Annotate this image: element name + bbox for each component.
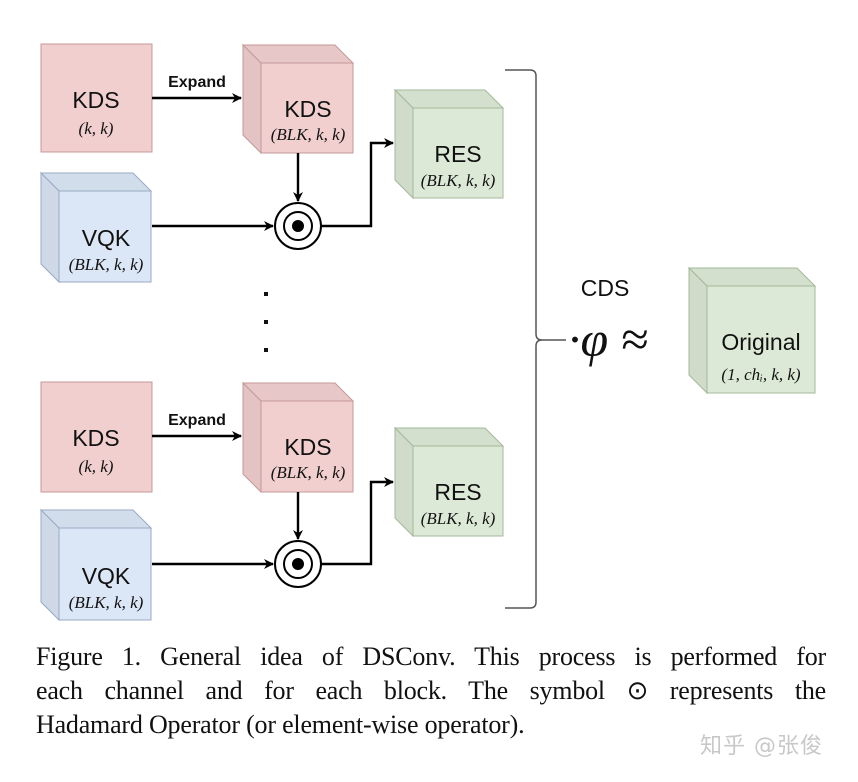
dsconv-diagram: KDS (k, k) Expand KDS (BLK, k, k) VQK (B… <box>39 43 817 622</box>
group-bottom: KDS (k, k) Expand KDS (BLK, k, k) VQK (B… <box>39 381 505 622</box>
cube-front-face <box>412 445 504 537</box>
figure-caption: Figure 1. General idea of DSConv. This p… <box>36 640 826 742</box>
expand-arrow: Expand <box>152 412 242 441</box>
caption-line: Figure 1. General idea of DSConv. This p… <box>36 642 826 671</box>
kds-cube-title: KDS <box>284 96 331 122</box>
cube-side-face <box>688 266 708 395</box>
kds-flat-title: KDS <box>72 87 119 113</box>
original-cube: Original (1, chᵢ, k, k) <box>687 266 817 395</box>
ellipsis-dots <box>264 292 268 352</box>
cube-top-face <box>393 427 505 447</box>
caption-line: Hadamard Operator (or element-wise opera… <box>36 710 525 739</box>
res-cube: RES (BLK, k, k) <box>393 88 505 200</box>
kds-cube-shape: (BLK, k, k) <box>271 463 346 482</box>
expand-label: Expand <box>168 74 226 91</box>
hadamard-to-res-arrow <box>321 477 394 566</box>
kds-flat-shape: (k, k) <box>79 119 114 138</box>
hadamard-operator-icon <box>274 202 322 250</box>
vqk-cube-title: VQK <box>82 225 131 251</box>
cube-top-face <box>241 44 355 64</box>
cube-side-face <box>242 43 262 155</box>
kds-cube: KDS (BLK, k, k) <box>241 381 355 494</box>
kds-cube-shape: (BLK, k, k) <box>271 125 346 144</box>
cube-top-face <box>241 382 355 402</box>
cube-front-face <box>412 107 504 199</box>
watermark: 知乎 @张俊 <box>700 734 823 759</box>
cube-side-face <box>394 88 414 200</box>
cube-top-face <box>39 509 153 529</box>
cube-front-face <box>260 62 354 154</box>
res-cube: RES (BLK, k, k) <box>393 426 505 538</box>
vqk-cube-shape: (BLK, k, k) <box>69 593 144 612</box>
kds-flat-shape: (k, k) <box>79 457 114 476</box>
hadamard-to-res-arrow <box>321 138 394 228</box>
expand-label: Expand <box>168 412 226 429</box>
caption-line: each channel and for each block. The sym… <box>36 676 826 705</box>
group-top: KDS (k, k) Expand KDS (BLK, k, k) VQK (B… <box>39 43 505 284</box>
cube-top-face <box>39 172 153 192</box>
cube-side-face <box>394 426 414 538</box>
vqk-cube: VQK (BLK, k, k) <box>39 171 153 284</box>
vqk-cube: VQK (BLK, k, k) <box>39 508 153 622</box>
res-cube-title: RES <box>434 479 481 505</box>
vqk-cube-title: VQK <box>82 563 131 589</box>
res-cube-shape: (BLK, k, k) <box>421 171 496 190</box>
cds-label: CDS <box>581 275 630 301</box>
cube-front-face <box>260 400 354 493</box>
original-cube-shape: (1, chᵢ, k, k) <box>721 365 800 384</box>
original-cube-title: Original <box>721 329 800 355</box>
phi-expression: ·φ ≈ <box>568 311 648 367</box>
kds-cube: KDS (BLK, k, k) <box>241 43 355 155</box>
vqk-cube-shape: (BLK, k, k) <box>69 255 144 274</box>
cube-side-face <box>242 381 262 494</box>
kds-flat-box: KDS (k, k) <box>40 43 153 153</box>
kds-cube-title: KDS <box>284 434 331 460</box>
cube-side-face <box>40 171 60 284</box>
cube-front-face <box>58 190 152 283</box>
res-cube-shape: (BLK, k, k) <box>421 509 496 528</box>
expand-arrow: Expand <box>152 74 242 103</box>
cube-side-face <box>40 508 60 622</box>
res-cube-title: RES <box>434 141 481 167</box>
cube-top-face <box>393 89 505 109</box>
kds-flat-box: KDS (k, k) <box>40 381 153 493</box>
cube-front-face <box>58 527 152 621</box>
curly-brace <box>505 69 566 609</box>
cube-front-face <box>706 285 816 394</box>
hadamard-operator-icon <box>274 540 322 588</box>
cube-top-face <box>687 267 817 287</box>
kds-flat-title: KDS <box>72 425 119 451</box>
